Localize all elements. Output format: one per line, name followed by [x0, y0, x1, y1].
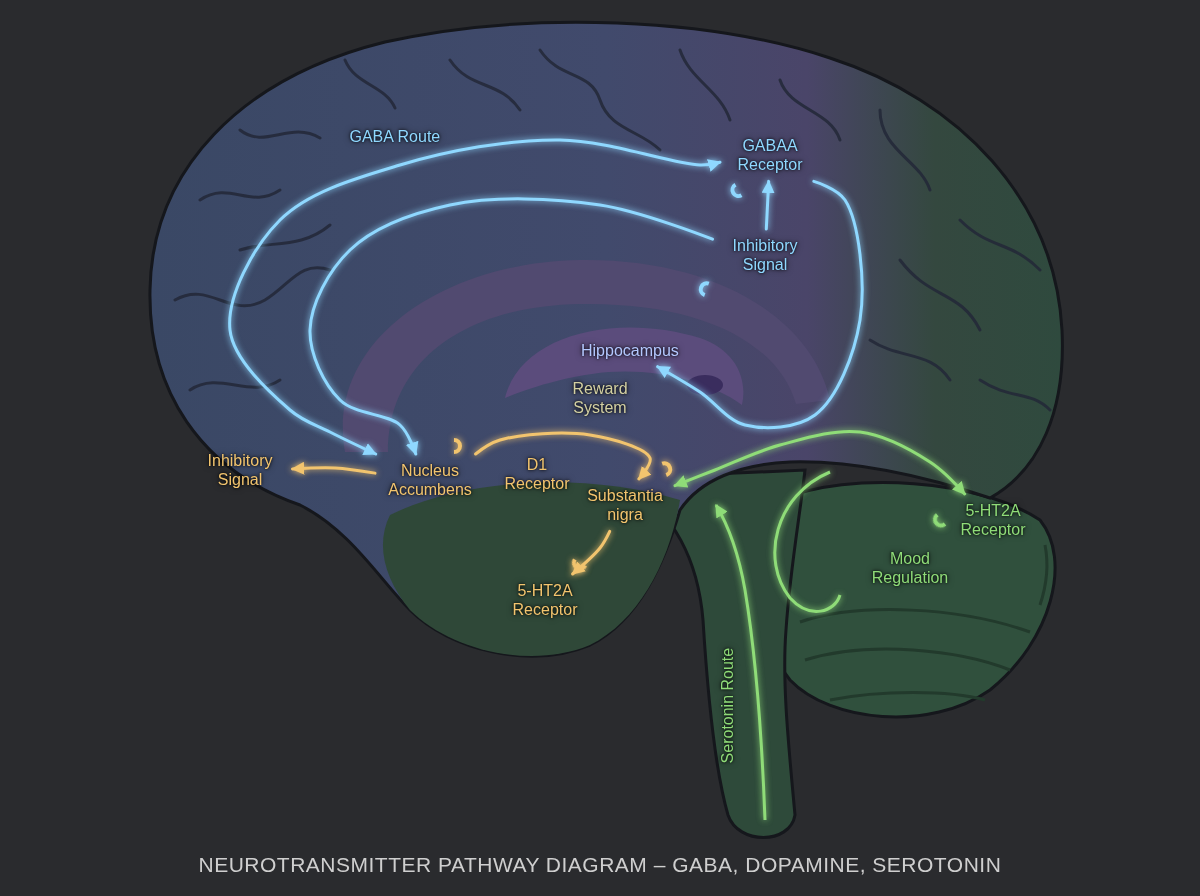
temporal-region	[383, 482, 680, 656]
sulcus	[780, 80, 840, 140]
sulcus	[880, 110, 930, 190]
serotonin-lines	[716, 472, 840, 820]
pathway-connector	[476, 433, 651, 479]
edge-label: GABA Route	[347, 125, 444, 148]
structure-node: 5-HT2A Receptor	[503, 579, 588, 621]
pathway-connector	[658, 181, 862, 427]
sulcus	[240, 225, 330, 250]
sulcus	[345, 60, 395, 108]
structure-node: Inhibitory Signal	[718, 234, 813, 276]
connectors	[230, 140, 965, 574]
receptor-icon	[930, 513, 946, 530]
folium	[830, 693, 985, 701]
structure-node: Substantia nigra	[580, 484, 670, 526]
sulcus	[680, 50, 730, 120]
receptor-icon	[697, 279, 710, 297]
folium	[1040, 545, 1047, 605]
structure-node: Mood Regulation	[863, 547, 958, 589]
pathway-connector	[310, 199, 713, 454]
node-text: Inhibitory Signal	[196, 451, 285, 489]
gyri	[175, 50, 1050, 410]
structure-node: GABAA Receptor	[725, 134, 815, 176]
receptor-icon	[454, 438, 462, 454]
region-label: Reward System	[560, 377, 640, 419]
node-text: Nucleus Accumbens	[383, 461, 477, 499]
pathway-connector	[573, 531, 610, 574]
pathway-connector	[766, 181, 768, 229]
structure-node: Nucleus Accumbens	[380, 459, 480, 501]
structure-node: Hippocampus	[578, 339, 682, 362]
sulcus	[175, 268, 330, 306]
pathway-connector	[293, 468, 376, 473]
node-text: Substantia nigra	[583, 486, 667, 524]
hippocampus-shape	[687, 375, 723, 395]
sulcus	[200, 190, 280, 200]
serotonin-branch	[775, 472, 840, 611]
node-text: Inhibitory Signal	[721, 236, 810, 274]
serotonin-arrow	[716, 505, 765, 820]
cerebrum	[150, 22, 1062, 656]
sulcus	[870, 340, 950, 380]
pathway-connector	[230, 140, 720, 454]
cerebellum	[765, 483, 1055, 717]
edge-label: D1 Receptor	[499, 453, 575, 495]
sulcus	[900, 260, 980, 330]
sulcus	[980, 380, 1050, 410]
folium	[800, 610, 1030, 632]
sulcus	[960, 220, 1040, 270]
node-text: 5-HT2A Receptor	[506, 581, 585, 619]
structure-node: 5-HT2A Receptor	[951, 499, 1036, 541]
sulcus	[540, 50, 660, 150]
diagram-title: NEUROTRANSMITTER PATHWAY DIAGRAM – GABA,…	[196, 850, 1005, 879]
pathway-connector	[675, 431, 965, 494]
folium	[805, 649, 1010, 670]
sulcus	[240, 130, 320, 138]
receptor-icon	[662, 459, 675, 477]
structure-node: Inhibitory Signal	[193, 449, 288, 491]
node-text: 5-HT2A Receptor	[954, 501, 1033, 539]
node-text: Hippocampus	[581, 341, 679, 360]
corpus-callosum	[343, 260, 830, 452]
region-label: Serotonin Route	[716, 644, 739, 766]
receptor-icons	[454, 183, 946, 573]
cerebellum-folia	[800, 545, 1047, 700]
sulcus	[450, 60, 520, 110]
node-text: GABAA Receptor	[728, 136, 812, 174]
node-text: Mood Regulation	[866, 549, 955, 587]
receptor-icon	[728, 183, 743, 201]
